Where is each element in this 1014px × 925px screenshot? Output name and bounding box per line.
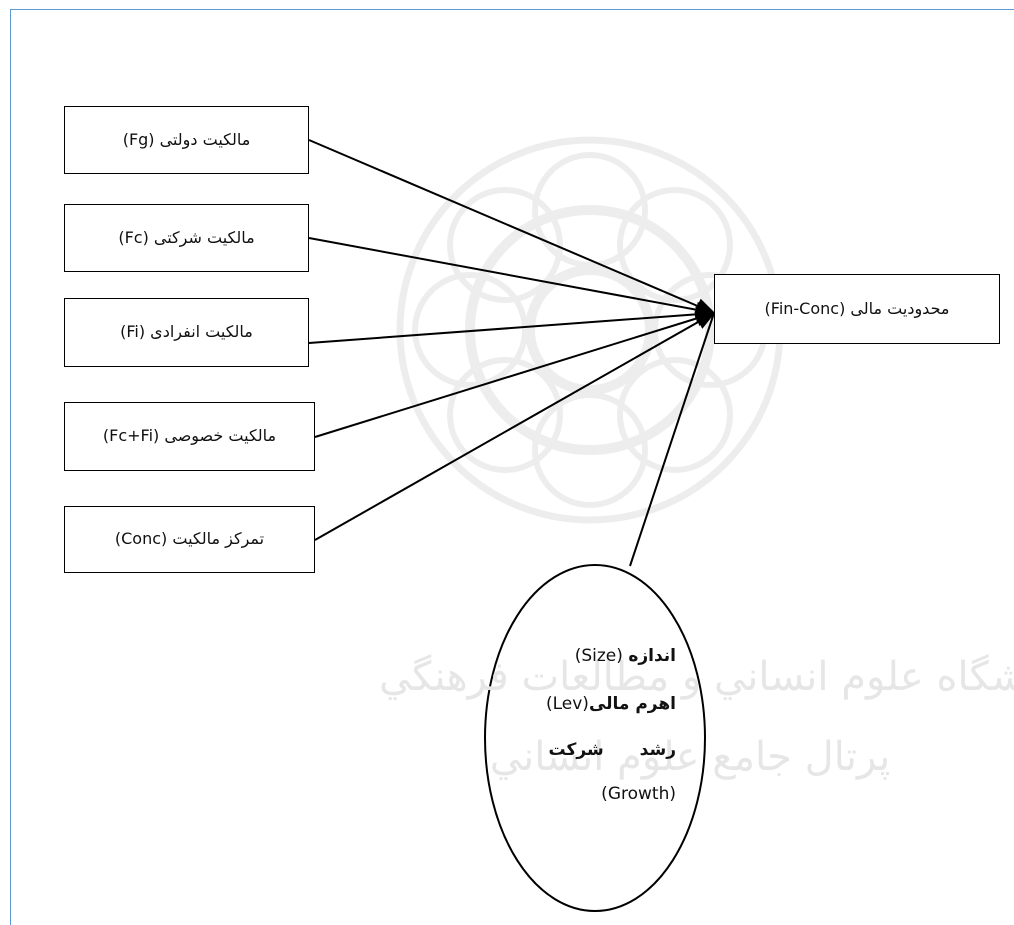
- control-size: اندازه (Size): [575, 646, 676, 666]
- ownership-box-corporate: مالکیت شرکتی (Fc): [64, 204, 309, 272]
- financial-constraint-label: محدودیت مالی (Fin-Conc): [764, 298, 950, 318]
- frame-left-border: [10, 9, 11, 925]
- arrow-fc-to-target: [308, 237, 716, 318]
- arrow-conc-to-target: [314, 312, 716, 541]
- ownership-box-government-label: مالکیت دولتی (Fg): [122, 129, 251, 149]
- control-size-fa: اندازه: [628, 646, 676, 666]
- ownership-box-concentration-label: تمرکز مالکیت (Conc): [114, 529, 265, 549]
- control-size-en: (Size): [574, 646, 623, 666]
- control-growth-fa1: رشد: [639, 740, 676, 760]
- control-growth-fa2: شرکت: [548, 740, 604, 760]
- control-variables-ellipse: [484, 564, 706, 912]
- watermark-emblem: [396, 136, 784, 524]
- arrow-fg-to-target: [308, 139, 716, 314]
- control-growth: رشد شرکت: [548, 740, 676, 760]
- connectors: [308, 139, 716, 567]
- arrow-controls-to-target: [629, 312, 715, 567]
- ownership-box-private: مالکیت خصوصی (Fc+Fi): [64, 402, 315, 471]
- control-growth-en: (Growth): [601, 784, 676, 804]
- ownership-box-individual-label: مالکیت انفرادی (Fi): [120, 322, 253, 342]
- arrow-fi-to-target: [308, 306, 716, 344]
- control-growth-en-text: (Growth): [601, 784, 676, 804]
- control-leverage-fa: اهرم مالی: [588, 694, 676, 714]
- ownership-box-concentration: تمرکز مالکیت (Conc): [64, 506, 315, 573]
- financial-constraint-box: محدودیت مالی (Fin-Conc): [714, 274, 1000, 344]
- ownership-box-corporate-label: مالکیت شرکتی (Fc): [118, 227, 255, 247]
- ownership-box-private-label: مالکیت خصوصی (Fc+Fi): [102, 426, 277, 446]
- control-leverage: اهرم مالی(Lev): [546, 694, 676, 714]
- svg-text:ﭘﺮﺗﺎل ﺟﺎﻣﻊ ﻋﻠﻮم اﻧﺴﺎﻧﻲ: ﭘﺮﺗﺎل ﺟﺎﻣﻊ ﻋﻠﻮم اﻧﺴﺎﻧﻲ: [490, 734, 891, 780]
- svg-text:ﭘﮋوﻫﺸﮕﺎه ﻋﻠﻮم اﻧﺴﺎﻧﻲ و ﻣﻄﺎﻟﻌﺎت: ﭘﮋوﻫﺸﮕﺎه ﻋﻠﻮم اﻧﺴﺎﻧﻲ و ﻣﻄﺎﻟﻌﺎت ﻓﺮﻫﻨﮕﻲ: [379, 654, 1014, 700]
- watermark-text: ﭘﮋوﻫﺸﮕﺎه ﻋﻠﻮم اﻧﺴﺎﻧﻲ و ﻣﻄﺎﻟﻌﺎت ﻓﺮﻫﻨﮕﻲ ﭘﺮ…: [379, 654, 1014, 780]
- control-leverage-en: (Lev): [545, 694, 589, 714]
- arrow-fcfi-to-target: [314, 310, 716, 438]
- ownership-box-individual: مالکیت انفرادی (Fi): [64, 298, 309, 367]
- frame-top-border: [10, 9, 1014, 10]
- ownership-box-government: مالکیت دولتی (Fg): [64, 106, 309, 174]
